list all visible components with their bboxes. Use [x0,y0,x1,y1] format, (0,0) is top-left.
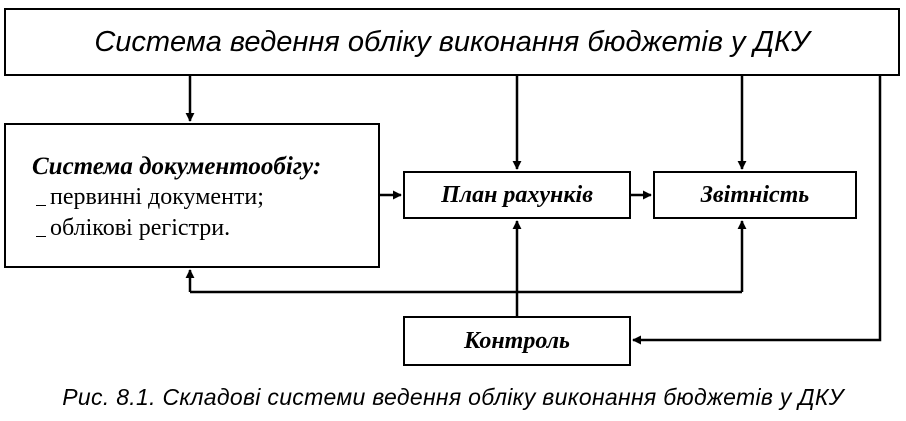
control-box: Контроль [403,316,631,366]
chart-of-accounts-label: План рахунків [441,181,593,208]
bullet-marker [36,190,46,206]
document-flow-box: Система документообігу: первинні докумен… [4,123,380,268]
document-flow-heading: Система документообігу: [32,153,322,180]
document-flow-item: облікові регістри. [32,213,378,244]
budget-accounting-system-box: Система ведення обліку виконання бюджеті… [4,8,900,76]
figure-caption: Рис. 8.1. Складові системи ведення облік… [62,384,844,410]
reporting-label: Звітність [700,181,810,208]
control-label: Контроль [463,327,571,354]
reporting-box: Звітність [653,171,857,219]
document-flow-item-label: облікові регістри. [50,215,231,241]
arrow-top-to-control [632,76,882,345]
document-flow-item: первинні документи; [32,182,378,213]
budget-accounting-system-label: Система ведення обліку виконання бюджеті… [94,25,810,58]
chart-of-accounts-box: План рахунків [403,171,631,219]
document-flow-item-label: первинні документи; [50,184,264,210]
bullet-marker [36,221,46,237]
